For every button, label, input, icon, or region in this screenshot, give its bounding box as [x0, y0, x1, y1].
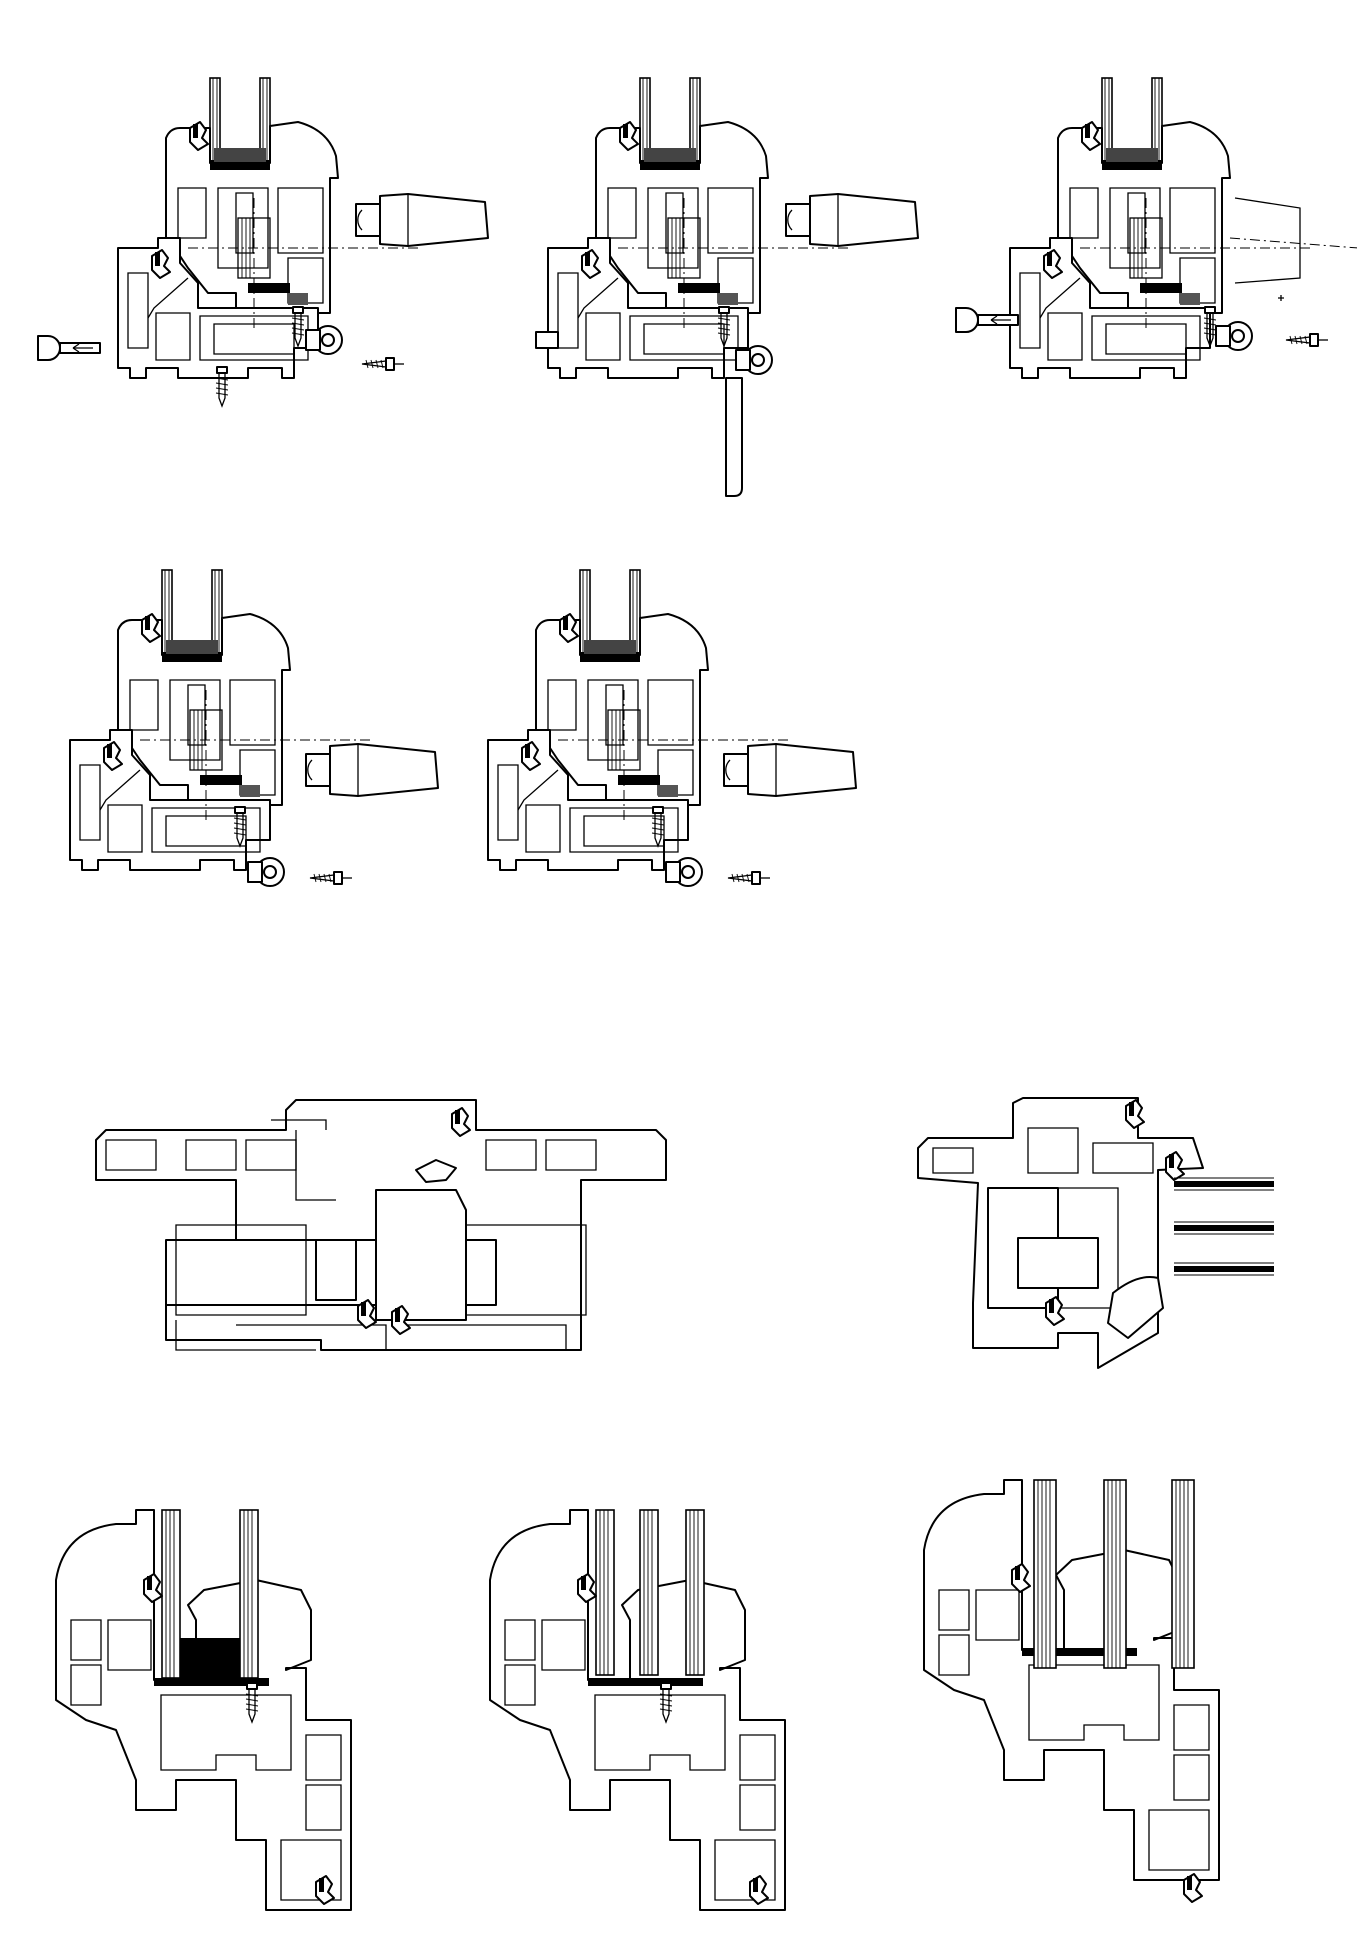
mullion-section: [95, 1099, 667, 1351]
handle-section-3: [955, 77, 1357, 379]
handle-section-1: [37, 77, 489, 407]
handle-section-5: [487, 569, 857, 887]
bead-section-3: [923, 1479, 1220, 1903]
frame-glazing-section: [917, 1097, 1274, 1369]
handle-section-4: [69, 569, 439, 887]
handle-section-2: [535, 77, 919, 497]
bead-section-1: [55, 1509, 352, 1911]
bead-section-2: [489, 1509, 786, 1911]
